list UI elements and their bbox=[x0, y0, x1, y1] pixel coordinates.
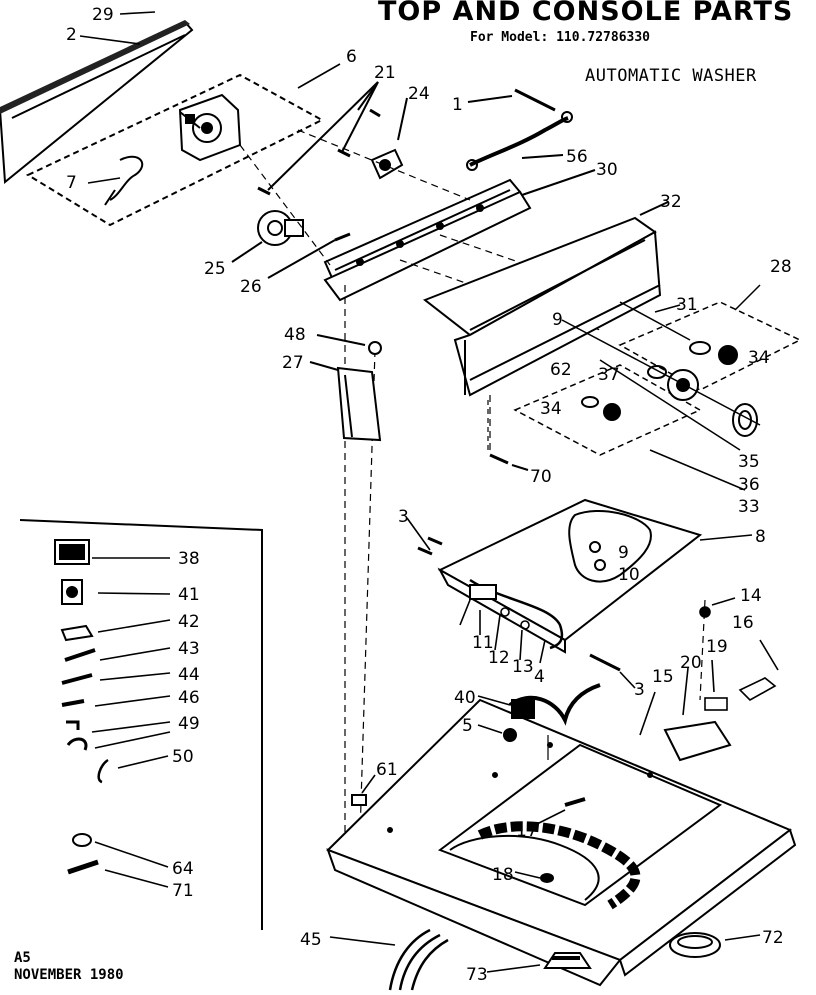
part-label: 43 bbox=[178, 639, 200, 659]
part-label: 41 bbox=[178, 585, 200, 605]
part-label: 17 bbox=[516, 821, 538, 841]
part-label: 19 bbox=[706, 637, 728, 657]
part-label: 8 bbox=[755, 527, 766, 547]
part-label: 34 bbox=[748, 348, 770, 368]
leader-lines-upper-left bbox=[79, 11, 341, 184]
part-label: 44 bbox=[178, 665, 200, 685]
end-cap bbox=[309, 334, 382, 442]
part-label: 26 bbox=[240, 277, 262, 297]
hoses bbox=[329, 928, 449, 991]
part-label: 25 bbox=[204, 259, 226, 279]
part-label: 37 bbox=[598, 365, 620, 385]
part-label: 11 bbox=[472, 633, 494, 653]
part-label: 45 bbox=[300, 930, 322, 950]
part-label: 34 bbox=[540, 399, 562, 419]
part-number-labels: 29 2 6 21 24 1 56 30 32 28 7 25 26 31 48… bbox=[66, 5, 792, 985]
part-label: 3 bbox=[398, 507, 409, 527]
part-label: 1 bbox=[452, 95, 463, 115]
part-label: 20 bbox=[680, 653, 702, 673]
part-label: 27 bbox=[282, 353, 304, 373]
page-title: TOP AND CONSOLE PARTS bbox=[378, 0, 794, 27]
revision-date: NOVEMBER 1980 bbox=[14, 967, 124, 983]
part-label: 49 bbox=[178, 714, 200, 734]
part-label: 10 bbox=[618, 565, 640, 585]
part-label: 46 bbox=[178, 688, 200, 708]
part-label: 31 bbox=[676, 295, 698, 315]
part-label: 9 bbox=[552, 310, 563, 330]
part-label: 71 bbox=[172, 881, 194, 901]
foot-and-cup bbox=[486, 932, 761, 973]
part-label: 21 bbox=[374, 63, 396, 83]
revision-code: A5 bbox=[14, 950, 31, 966]
timer-module bbox=[178, 93, 242, 162]
part-label: 12 bbox=[488, 648, 510, 668]
part-label: 28 bbox=[770, 257, 792, 277]
screw-70 bbox=[487, 400, 529, 471]
part-label: 14 bbox=[740, 586, 762, 606]
knob-tray-upper bbox=[618, 301, 802, 391]
part-label: 42 bbox=[178, 612, 200, 632]
knobs bbox=[561, 284, 761, 491]
part-label: 4 bbox=[534, 667, 545, 687]
part-label: 24 bbox=[408, 84, 430, 104]
part-label: 32 bbox=[660, 192, 682, 212]
part-label: 73 bbox=[466, 965, 488, 985]
hinge-and-clips bbox=[351, 667, 732, 883]
model-number: For Model: 110.72786330 bbox=[470, 30, 651, 45]
part-label: 56 bbox=[566, 147, 588, 167]
part-label: 50 bbox=[172, 747, 194, 767]
parts-inset bbox=[19, 519, 263, 930]
part-label: 38 bbox=[178, 549, 200, 569]
part-label: 7 bbox=[66, 173, 77, 193]
control-bracket bbox=[323, 169, 596, 302]
console-back-panel bbox=[0, 20, 194, 184]
top-cover bbox=[326, 698, 797, 987]
part-label: 40 bbox=[454, 688, 476, 708]
part-label: 9 bbox=[618, 543, 629, 563]
part-label: 72 bbox=[762, 928, 784, 948]
part-label: 64 bbox=[172, 859, 194, 879]
part-label: 18 bbox=[492, 865, 514, 885]
part-label: 62 bbox=[550, 360, 572, 380]
part-label: 48 bbox=[284, 325, 306, 345]
part-label: 35 bbox=[738, 452, 760, 472]
appliance-type: AUTOMATIC WASHER bbox=[585, 66, 757, 86]
part-label: 70 bbox=[530, 467, 552, 487]
part-label: 16 bbox=[732, 613, 754, 633]
part-label: 29 bbox=[92, 5, 114, 25]
part-label: 5 bbox=[462, 716, 473, 736]
part-label: 2 bbox=[66, 25, 77, 45]
part-label: 15 bbox=[652, 667, 674, 687]
part-label: 61 bbox=[376, 760, 398, 780]
lid-hardware bbox=[406, 517, 779, 711]
water-level-switch bbox=[231, 210, 351, 279]
washer-lid bbox=[437, 498, 753, 654]
part-label: 36 bbox=[738, 475, 760, 495]
wire-harness-7 bbox=[104, 155, 144, 206]
part-label: 6 bbox=[346, 47, 357, 67]
console-hardware bbox=[257, 81, 573, 196]
part-label: 3 bbox=[634, 680, 645, 700]
console-panel bbox=[422, 201, 669, 397]
part-label: 13 bbox=[512, 657, 534, 677]
part-label: 30 bbox=[596, 160, 618, 180]
part-label: 33 bbox=[738, 497, 760, 517]
